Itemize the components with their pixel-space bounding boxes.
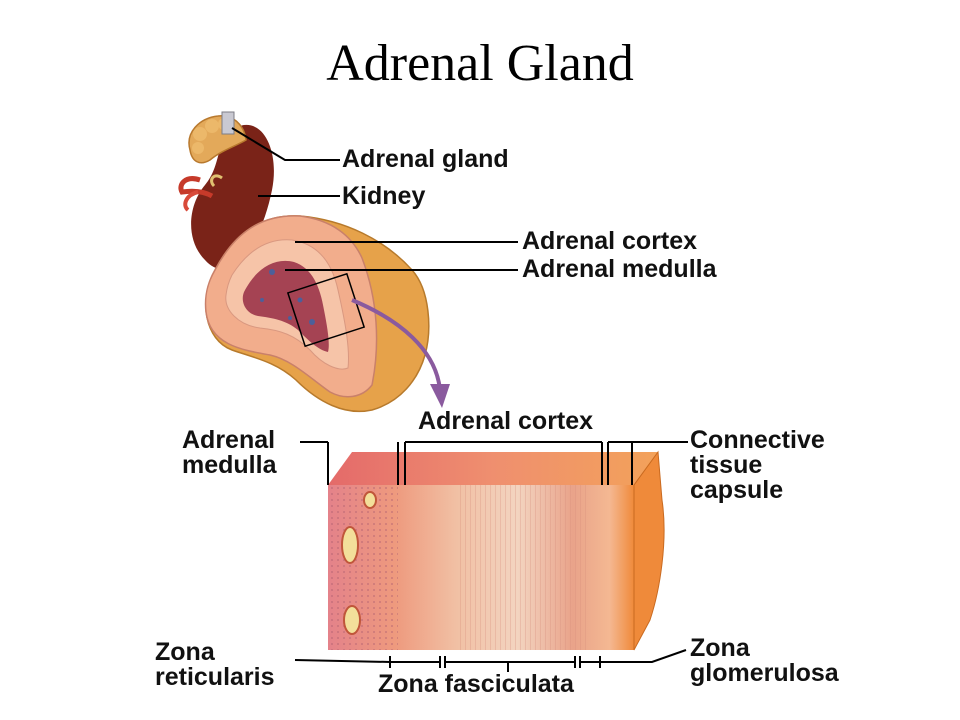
label-adrenal-gland: Adrenal gland	[342, 145, 509, 173]
zoom-arrowhead	[430, 384, 450, 408]
page-title: Adrenal Gland	[326, 35, 634, 92]
label-zona-glomerulosa: Zona glomerulosa	[690, 634, 839, 687]
label-zona-fasciculata: Zona fasciculata	[378, 670, 574, 698]
label-adrenal-cortex-top: Adrenal cortex	[522, 227, 698, 255]
label-zona-reticularis: Zona reticularis	[155, 638, 275, 691]
label-adrenal-medulla-block: Adrenal medulla	[182, 426, 277, 479]
label-kidney: Kidney	[342, 182, 426, 210]
tissue-block	[328, 450, 665, 651]
adrenal-cross-section	[204, 215, 430, 413]
adrenal-gland-small	[188, 111, 247, 164]
leader-lines	[231, 127, 688, 672]
label-adrenal-cortex-block: Adrenal cortex	[418, 407, 594, 435]
label-connective-tissue-capsule: Connective tissue capsule	[690, 426, 825, 504]
zoom-arrow	[351, 298, 442, 391]
label-adrenal-medulla-top: Adrenal medulla	[522, 255, 717, 283]
